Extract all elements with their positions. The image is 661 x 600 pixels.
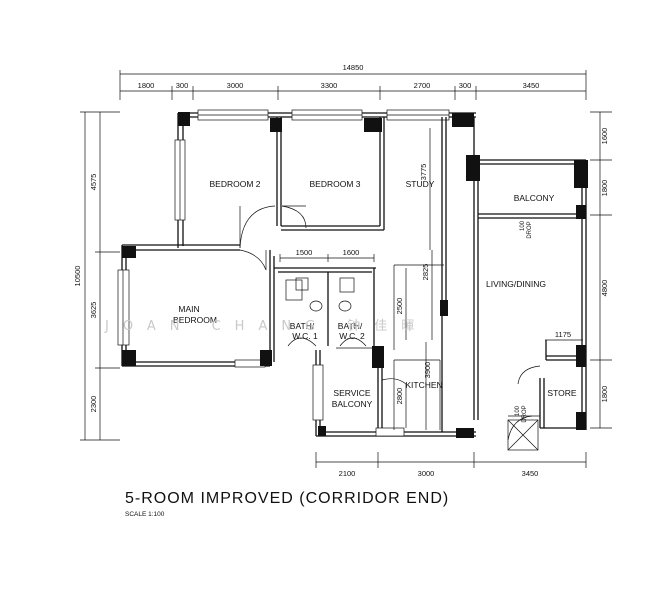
label-bath-2-a: BATH/ xyxy=(338,321,363,331)
dim-right-4: 1800 xyxy=(600,386,609,403)
dim-inner-2825: 2825 xyxy=(421,264,430,281)
dim-inner-3775: 3775 xyxy=(419,164,428,181)
dim-bottom-2: 3000 xyxy=(418,469,435,478)
label-service-balcony-1: SERVICE xyxy=(333,388,370,398)
label-drop-1-a: 100 xyxy=(520,220,526,231)
dimension-labels: 14850 1800 300 3000 3300 2700 300 3450 1… xyxy=(73,63,609,478)
label-bedroom-3: BEDROOM 3 xyxy=(309,179,360,189)
label-bath-1-b: W.C. 1 xyxy=(292,331,318,341)
dim-bottom-3: 3450 xyxy=(522,469,539,478)
dimension-lines xyxy=(80,70,612,468)
dim-right-3: 4800 xyxy=(600,280,609,297)
room-labels: BEDROOM 2 BEDROOM 3 STUDY BALCONY MAIN B… xyxy=(173,179,577,423)
label-bath-1-a: BATH/ xyxy=(290,321,315,331)
dim-left-2: 3625 xyxy=(89,302,98,319)
label-drop-2-b: DROP xyxy=(522,405,528,422)
label-main-bedroom-2: BEDROOM xyxy=(173,315,217,325)
label-study: STUDY xyxy=(406,179,435,189)
dim-bottom-1: 2100 xyxy=(339,469,356,478)
dim-overall-top: 14850 xyxy=(343,63,364,72)
label-service-balcony-2: BALCONY xyxy=(332,399,373,409)
label-bath-2-b: W.C. 2 xyxy=(339,331,365,341)
dim-inner-2800: 2800 xyxy=(395,388,404,405)
dim-top-3: 3000 xyxy=(227,81,244,90)
dim-left-overall: 10500 xyxy=(73,266,82,287)
label-bedroom-2: BEDROOM 2 xyxy=(209,179,260,189)
dim-inner-2500: 2500 xyxy=(395,298,404,315)
dim-right-2: 1800 xyxy=(600,180,609,197)
dim-inner-1500: 1500 xyxy=(296,248,313,257)
label-kitchen: KITCHEN xyxy=(405,380,442,390)
label-balcony: BALCONY xyxy=(514,193,555,203)
columns xyxy=(122,112,588,438)
dim-left-1: 4575 xyxy=(89,174,98,191)
dim-top-5: 2700 xyxy=(414,81,431,90)
dim-left-3: 2300 xyxy=(89,396,98,413)
dim-inner-1600: 1600 xyxy=(343,248,360,257)
watermark: JOAN CHANG 钟佳暉 xyxy=(104,318,428,334)
label-store: STORE xyxy=(547,388,576,398)
dim-top-7: 3450 xyxy=(523,81,540,90)
dim-top-6: 300 xyxy=(459,81,472,90)
label-living-dining: LIVING/DINING xyxy=(486,279,546,289)
plan-scale: SCALE 1:100 xyxy=(125,511,165,518)
label-main-bedroom-1: MAIN xyxy=(178,304,199,314)
dim-inner-3900: 3900 xyxy=(423,362,432,379)
dim-top-1: 1800 xyxy=(138,81,155,90)
dim-top-4: 3300 xyxy=(321,81,338,90)
dim-inner-1175: 1175 xyxy=(555,330,571,339)
dim-top-2: 300 xyxy=(176,81,189,90)
plan-title: 5-ROOM IMPROVED (CORRIDOR END) xyxy=(125,490,449,507)
label-drop-1-b: DROP xyxy=(527,221,533,238)
label-drop-2-a: 100 xyxy=(515,405,521,416)
dim-right-1: 1600 xyxy=(600,128,609,145)
